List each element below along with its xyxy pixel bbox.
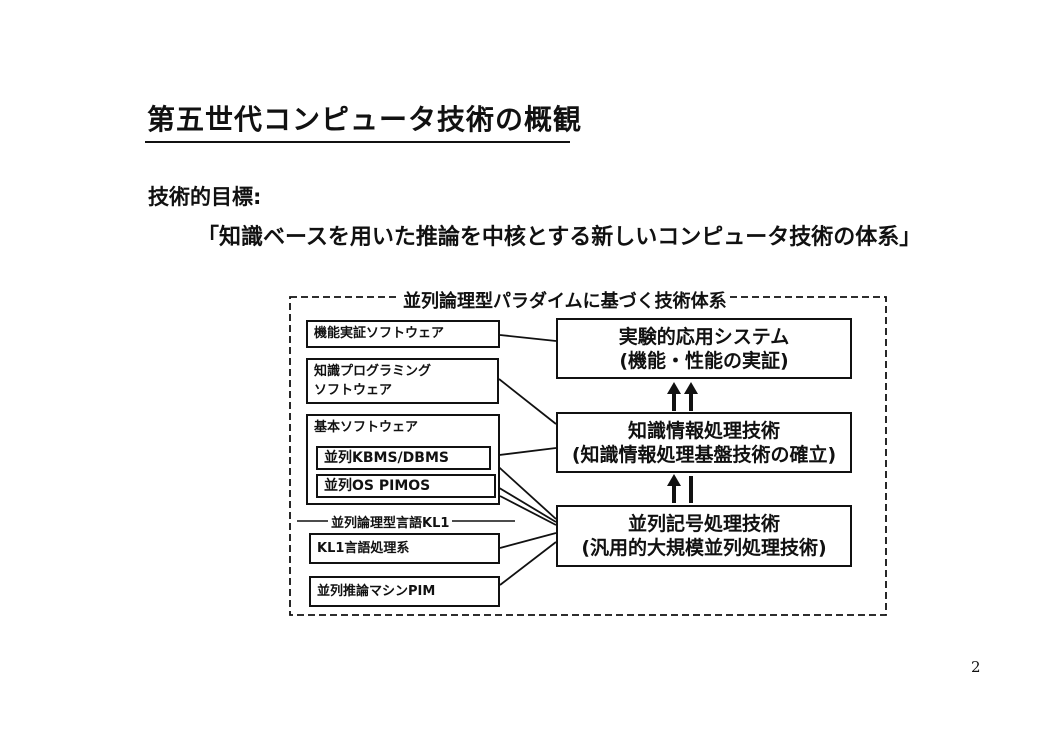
arrow-up-left-2-head bbox=[667, 474, 681, 486]
kl1-processor-box: KL1言語処理系 bbox=[309, 533, 500, 564]
kp-line1: 知識プログラミング bbox=[314, 364, 432, 379]
connector-pim-to-symbolic bbox=[499, 541, 557, 586]
kp-line2: ソフトウェア bbox=[314, 383, 393, 398]
basic-software-label: 基本ソフトウェア bbox=[314, 420, 419, 435]
page-number: 2 bbox=[971, 658, 981, 676]
symbolic-processing-box: 並列記号処理技術 (汎用的大規模並列処理技術) bbox=[556, 505, 852, 567]
app-software-box: 機能実証ソフトウェア bbox=[306, 320, 500, 348]
experimental-line1: 実験的応用システム bbox=[618, 325, 790, 348]
kl1-language-label: 並列論理型言語KL1 bbox=[328, 512, 453, 531]
connector-os-to-symbolic bbox=[495, 485, 557, 523]
knowledge-line1: 知識情報処理技術 bbox=[627, 419, 780, 442]
symbolic-line2: (汎用的大規模並列処理技術) bbox=[581, 537, 827, 559]
experimental-line2: (機能・性能の実証) bbox=[619, 349, 789, 372]
kbms-box: 並列KBMS/DBMS bbox=[316, 446, 491, 470]
arrow-up-right-1-head bbox=[684, 382, 698, 394]
goal-label: 技術的目標: bbox=[148, 185, 262, 209]
connector-kbms-to-knowledge bbox=[490, 447, 557, 457]
connector-kbms-to-symbolic bbox=[490, 459, 557, 520]
goal-text: 「知識ベースを用いた推論を中核とする新しいコンピュータ技術の体系」 bbox=[197, 225, 922, 250]
frame-title: 並列論理型パラダイムに基づく技術体系 bbox=[400, 287, 730, 313]
connector-app-to-experimental bbox=[499, 334, 557, 342]
knowledge-processing-box: 知識情報処理技術 (知識情報処理基盤技術の確立) bbox=[556, 412, 852, 473]
pimos-box: 並列OS PIMOS bbox=[316, 474, 496, 498]
pim-box: 並列推論マシンPIM bbox=[309, 576, 500, 607]
connector-kp-to-knowledge bbox=[498, 378, 557, 425]
symbolic-line1: 並列記号処理技術 bbox=[627, 513, 780, 535]
page-title: 第五世代コンピュータ技術の概観 bbox=[147, 103, 583, 136]
connector-basic-to-symbolic bbox=[499, 495, 557, 526]
knowledge-line2: (知識情報処理基盤技術の確立) bbox=[571, 443, 837, 466]
arrow-up-left-1-head bbox=[667, 382, 681, 394]
title-underline bbox=[145, 141, 570, 143]
connector-kl1-to-symbolic bbox=[499, 532, 557, 549]
experimental-system-box: 実験的応用システム (機能・性能の実証) bbox=[556, 318, 852, 379]
knowledge-programming-box: 知識プログラミング ソフトウェア bbox=[306, 358, 499, 404]
